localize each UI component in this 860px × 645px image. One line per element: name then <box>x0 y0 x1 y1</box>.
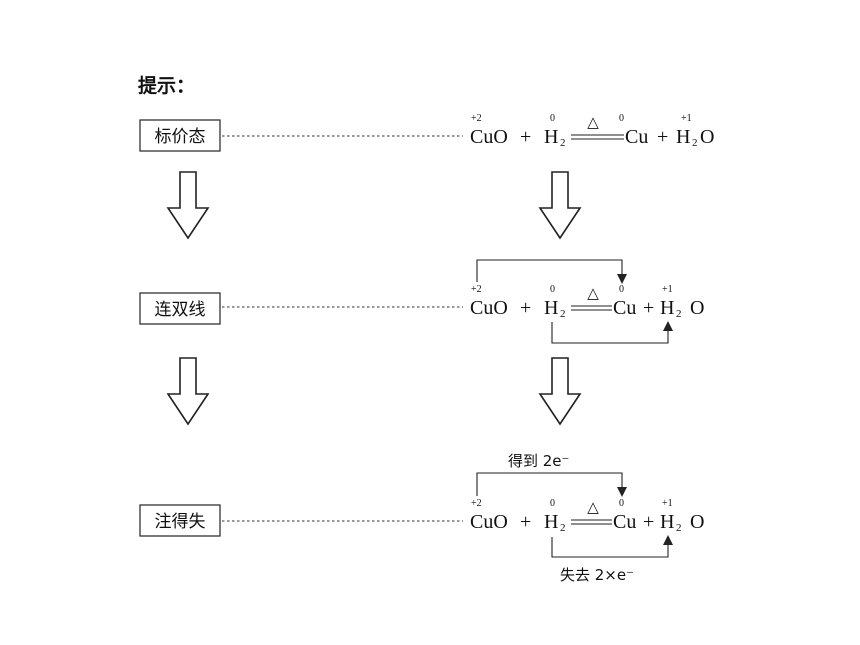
product-o: O <box>700 126 714 148</box>
reactant-h: H <box>544 511 558 533</box>
product-o: O <box>690 297 704 319</box>
step-2: 连双线 +2 0 0 +1 CuO + H 2 △ Cu + H 2 O <box>139 259 704 344</box>
reactant-h-sub: 2 <box>560 308 566 320</box>
step-1-box <box>139 119 221 152</box>
bridge-top-cu <box>476 259 623 282</box>
step-2-label: 连双线 <box>155 300 206 320</box>
equation-2: +2 0 0 +1 CuO + H 2 △ Cu + H 2 O <box>470 284 704 320</box>
down-arrow-left-2 <box>166 357 210 426</box>
condition-heat: △ <box>587 498 599 516</box>
lose-electrons-label: 失去 2×e⁻ <box>560 566 634 584</box>
product-h: H <box>660 297 674 319</box>
plus-1: + <box>520 126 531 148</box>
arrowhead-bottom-h <box>663 535 673 545</box>
step-3-label: 注得失 <box>155 512 206 532</box>
bridge-bottom-h <box>551 322 669 344</box>
bridge-bottom-h <box>551 537 669 558</box>
product-h: H <box>676 126 690 148</box>
step-3: 注得失 得到 2e⁻ 失去 2×e⁻ +2 0 0 +1 CuO + H 2 △… <box>139 452 704 584</box>
hint-label: 提示： <box>138 74 195 97</box>
reactant-h: H <box>544 297 558 319</box>
product-o: O <box>690 511 704 533</box>
step-1-label: 标价态 <box>155 127 206 147</box>
bridge-top-cu <box>476 472 623 496</box>
step-3-box <box>139 504 221 537</box>
product-cu: Cu <box>625 126 648 148</box>
arrowhead-bottom-h <box>663 321 673 331</box>
plus-1: + <box>520 297 531 319</box>
product-h: H <box>660 511 674 533</box>
ox-h-product: +1 <box>662 498 673 509</box>
ox-cu-reactant: +2 <box>471 284 482 295</box>
ox-h-reactant: 0 <box>550 498 555 509</box>
product-h-sub: 2 <box>676 522 682 534</box>
step-2-box <box>139 292 221 325</box>
ox-h-product: +1 <box>662 284 673 295</box>
ox-h-product: +1 <box>681 113 692 124</box>
plus-2: + <box>643 297 654 319</box>
reactant-h: H <box>544 126 558 148</box>
condition-heat: △ <box>587 284 599 302</box>
ox-cu-product: 0 <box>619 113 624 124</box>
reactant-cuo: CuO <box>470 297 508 319</box>
arrowhead-top-cu <box>617 274 627 284</box>
condition-heat: △ <box>587 113 599 131</box>
down-arrow-left-1 <box>166 171 210 240</box>
plus-1: + <box>520 511 531 533</box>
ox-h-reactant: 0 <box>550 284 555 295</box>
product-cu: Cu <box>613 511 636 533</box>
product-cu: Cu <box>613 297 636 319</box>
reactant-h-sub: 2 <box>560 137 566 149</box>
equation-1: +2 0 0 +1 CuO + H 2 △ Cu + H 2 O <box>470 113 714 149</box>
ox-cu-product: 0 <box>619 284 624 295</box>
gain-electrons-label: 得到 2e⁻ <box>508 452 569 470</box>
down-arrow-right-2 <box>538 357 582 426</box>
step-1: 标价态 +2 0 0 +1 CuO + H 2 △ Cu + H 2 O <box>139 113 714 152</box>
plus-2: + <box>657 126 668 148</box>
product-h-sub: 2 <box>676 308 682 320</box>
equation-3: +2 0 0 +1 CuO + H 2 △ Cu + H 2 O <box>470 498 704 534</box>
reactant-h-sub: 2 <box>560 522 566 534</box>
reactant-cuo: CuO <box>470 126 508 148</box>
ox-cu-product: 0 <box>619 498 624 509</box>
product-h-sub: 2 <box>692 137 698 149</box>
reactant-cuo: CuO <box>470 511 508 533</box>
plus-2: + <box>643 511 654 533</box>
down-arrow-right-1 <box>538 171 582 240</box>
ox-cu-reactant: +2 <box>471 113 482 124</box>
arrowhead-top-cu <box>617 487 627 497</box>
ox-cu-reactant: +2 <box>471 498 482 509</box>
ox-h-reactant: 0 <box>550 113 555 124</box>
